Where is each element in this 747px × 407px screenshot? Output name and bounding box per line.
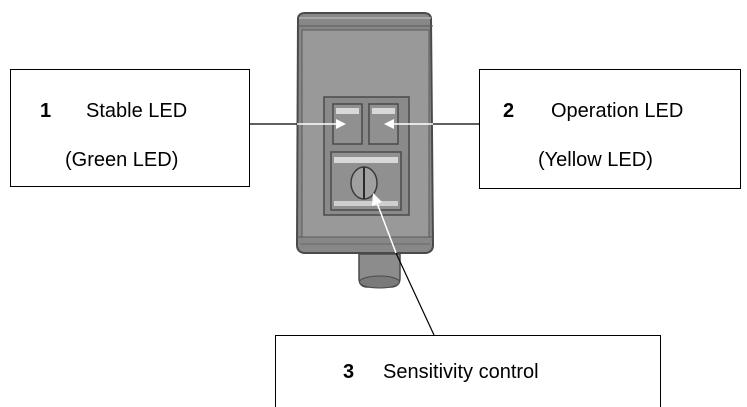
leader-lines: [250, 123, 479, 336]
callout-label: Operation LED: [551, 100, 684, 122]
arrow-operation-icon: [384, 119, 433, 129]
cable: [358, 253, 401, 289]
callout-sublabel: (Green LED): [65, 149, 179, 171]
callout-sensitivity-control: 3 Sensitivity control: [275, 335, 661, 407]
callout-number: 3: [343, 361, 355, 383]
callout-stable-led: 1 Stable LED (Green LED): [10, 69, 250, 187]
callout-operation-led: 2 Operation LED (Yellow LED): [479, 69, 741, 189]
leader-line-sensitivity: [395, 252, 435, 336]
callout-sublabel: (Yellow LED): [538, 149, 653, 171]
callout-label: Sensitivity control: [383, 361, 539, 383]
arrow-sensitivity-icon: [372, 193, 397, 254]
callout-number: 1: [40, 100, 52, 122]
arrow-stable-icon: [297, 119, 346, 129]
sensitivity-control: [330, 151, 402, 211]
callout-number: 2: [503, 100, 515, 122]
pointer-arrows: [297, 119, 433, 254]
callout-label: Stable LED: [86, 100, 188, 122]
